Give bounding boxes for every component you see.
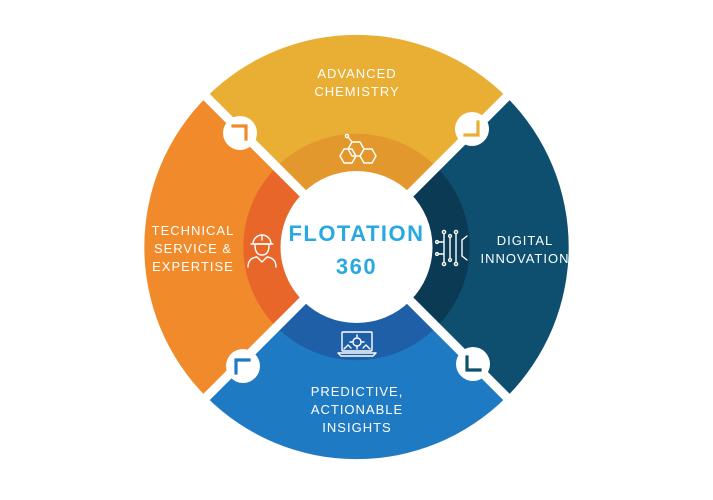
laptop-gear-icon <box>337 331 377 357</box>
label-top-line2: CHEMISTRY <box>314 84 399 99</box>
label-right-line2: INNOVATION <box>481 251 570 266</box>
label-bottom: PREDICTIVE, ACTIONABLE INSIGHTS <box>311 384 404 435</box>
label-top: ADVANCED CHEMISTRY <box>314 66 399 99</box>
corner-arrow-icon <box>463 120 480 137</box>
connector-top-left-circle <box>223 116 257 150</box>
label-bottom-line3: INSIGHTS <box>322 420 391 435</box>
corner-arrow-icon <box>234 358 251 375</box>
label-top-line1: ADVANCED <box>317 66 396 81</box>
connector-bottom-left-circle <box>226 349 260 383</box>
connector-bottom-left <box>226 349 260 383</box>
connector-top-left <box>223 116 257 150</box>
label-right-line1: DIGITAL <box>497 233 554 248</box>
center-circle <box>280 171 433 323</box>
molecule-icon <box>339 133 377 164</box>
circuit-icon <box>434 229 468 267</box>
label-left-line2: SERVICE & <box>154 241 232 256</box>
connector-top-right <box>455 112 489 146</box>
label-bottom-line2: ACTIONABLE <box>311 402 403 417</box>
connector-top-right-circle <box>455 112 489 146</box>
corner-arrow-icon <box>231 124 248 141</box>
label-left: TECHNICAL SERVICE & EXPERTISE <box>152 223 235 274</box>
engineer-hardhat-icon <box>247 234 277 268</box>
label-right: DIGITAL INNOVATION <box>481 233 570 266</box>
label-left-line1: TECHNICAL <box>152 223 235 238</box>
center-title-line1: FLOTATION <box>288 221 424 246</box>
corner-arrow-icon <box>465 355 482 372</box>
center-title-line2: 360 <box>336 254 377 279</box>
connector-bottom-right-circle <box>456 347 490 381</box>
label-left-line3: EXPERTISE <box>152 259 234 274</box>
label-bottom-line1: PREDICTIVE, <box>311 384 404 399</box>
connector-bottom-right <box>456 347 490 381</box>
